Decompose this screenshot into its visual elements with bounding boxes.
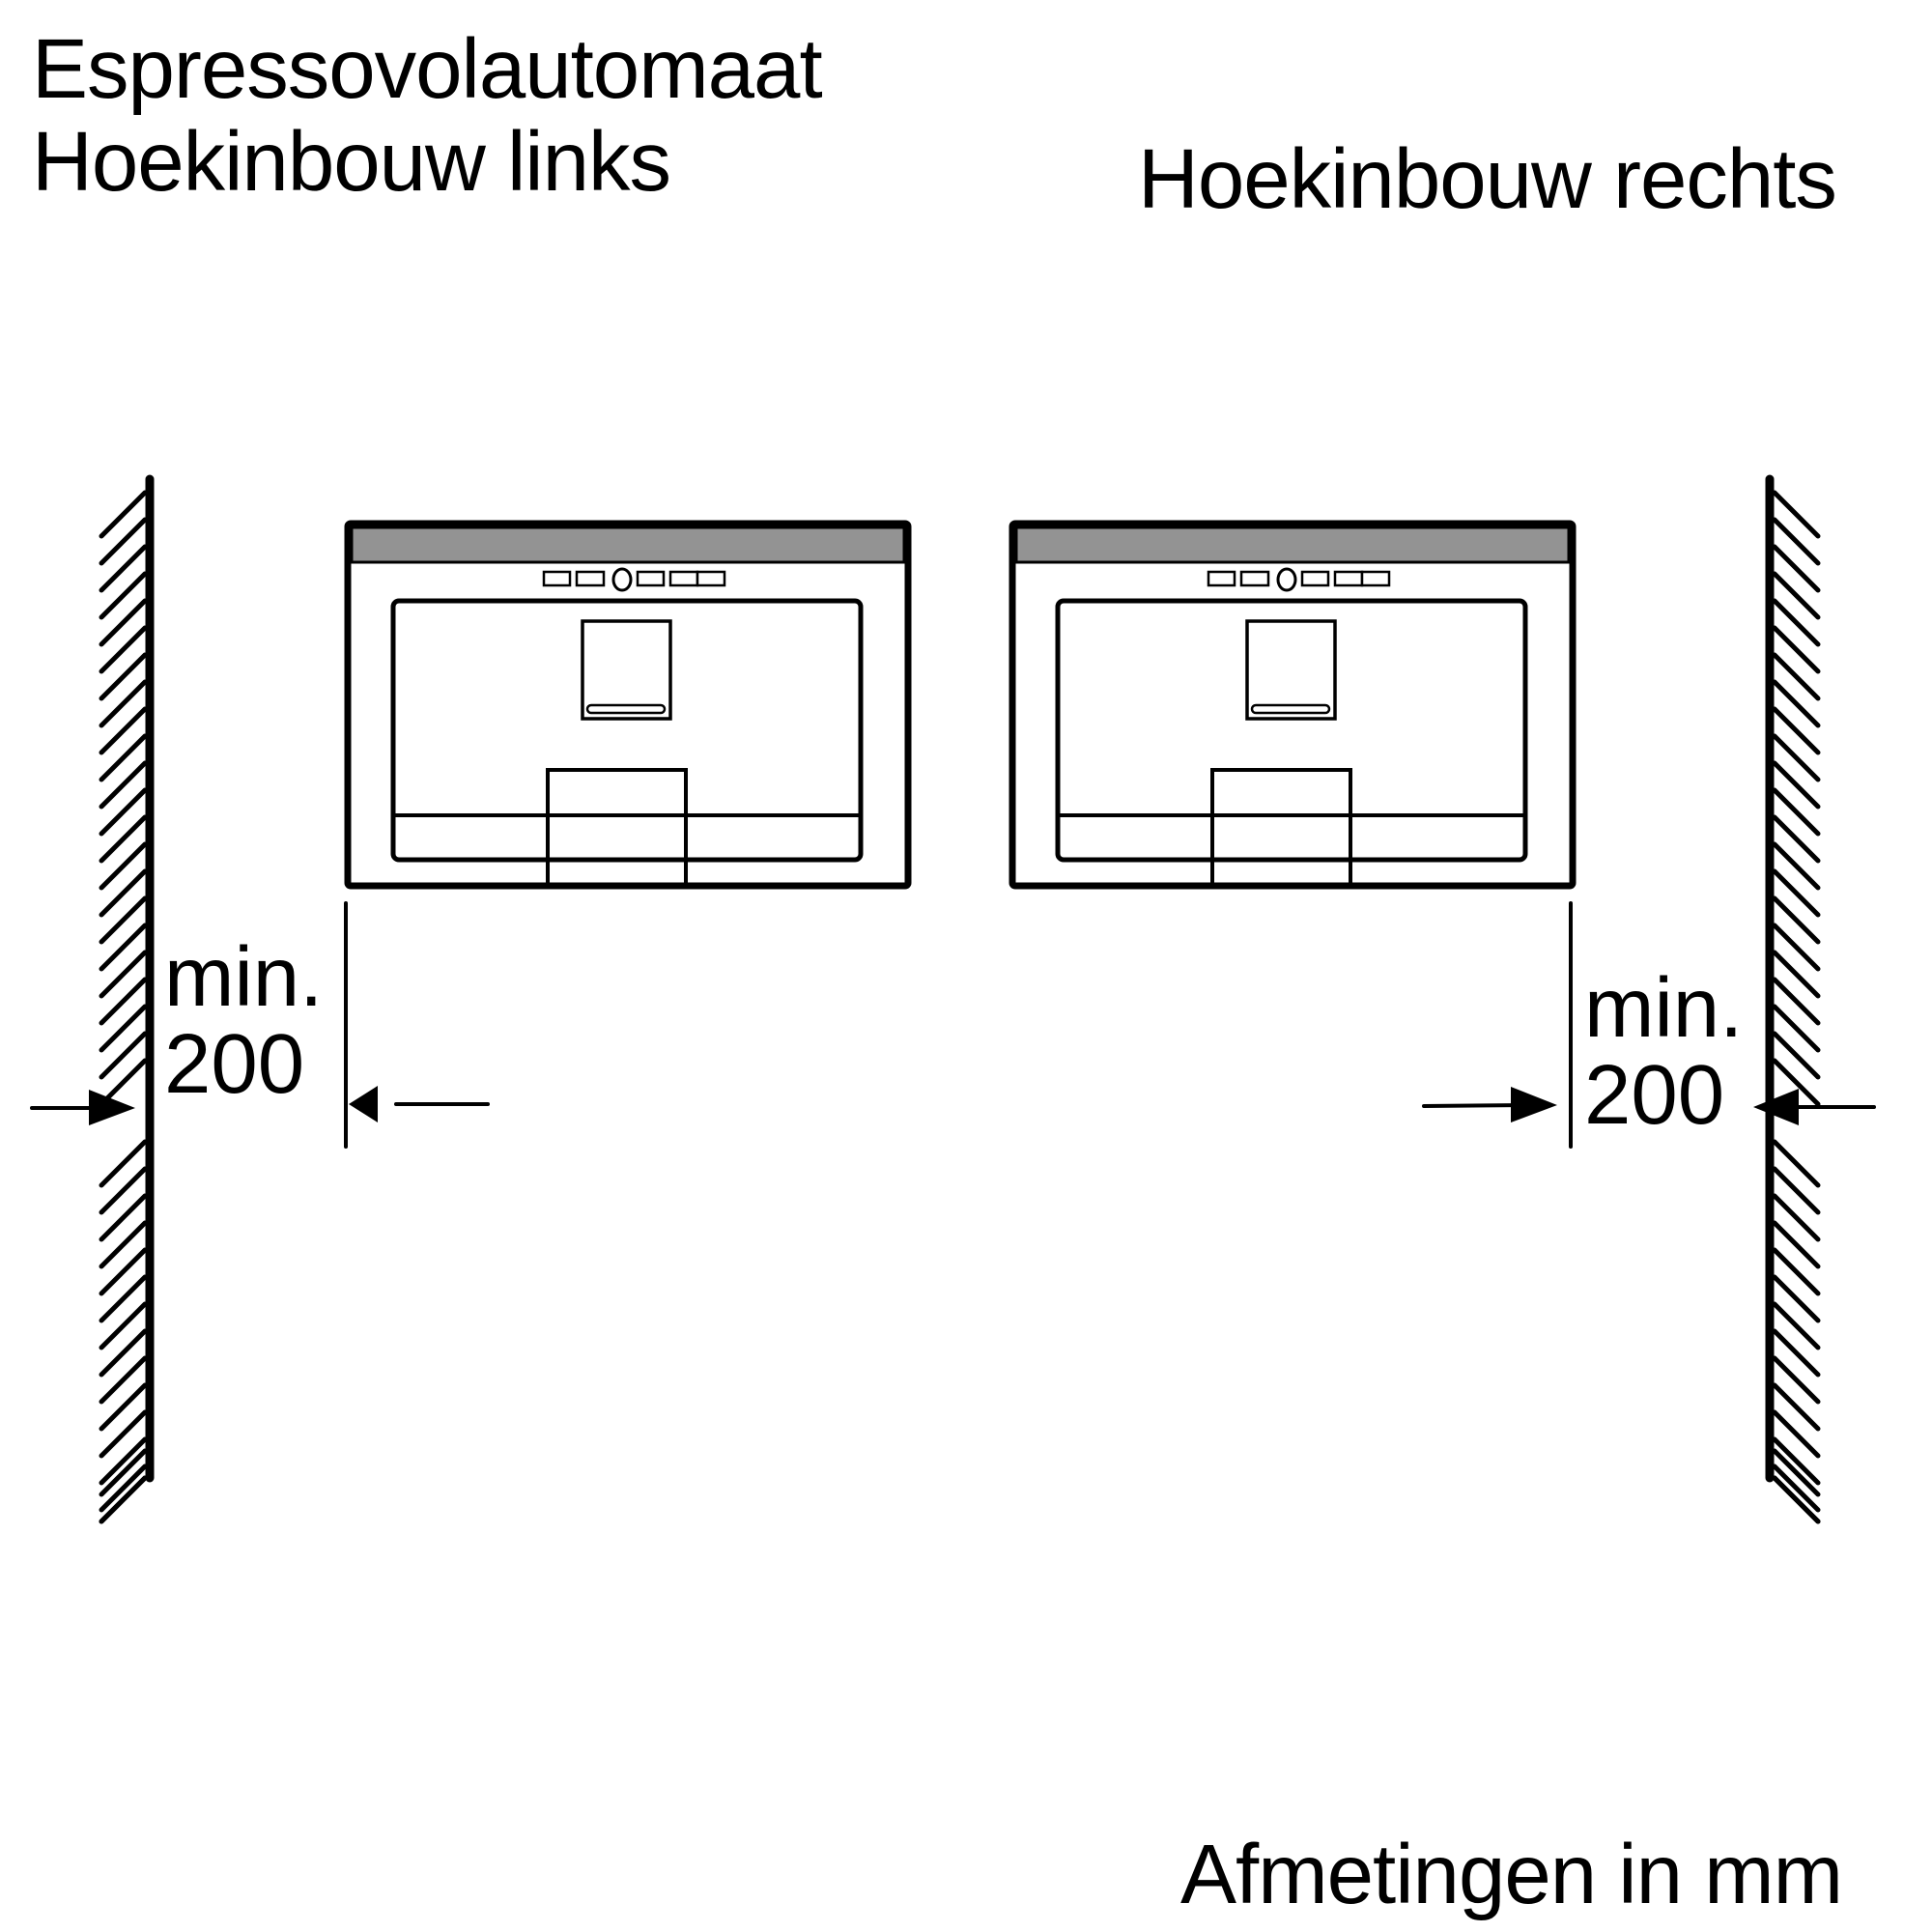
left-dimension [30,901,490,1149]
title-line-2: Hoekinbouw links [32,115,671,209]
right-clearance-prefix: min. [1584,961,1744,1055]
appliance-right [1012,524,1573,886]
left-clearance-value: 200 [164,1017,305,1111]
right-clearance-value: 200 [1584,1048,1725,1142]
title-line-1: Espressovolautomaat [32,22,823,116]
arrow-right-icon [1511,1087,1557,1122]
right-corner-title: Hoekinbouw rechts [1138,132,1837,226]
arrow-left-icon [1753,1089,1799,1125]
right-dimension [1422,901,1876,1149]
left-clearance-prefix: min. [164,930,324,1024]
units-note: Afmetingen in mm [1180,1828,1843,1921]
left-wall [99,474,155,1524]
arrow-left-icon [349,1086,378,1122]
right-wall [1765,474,1821,1524]
appliance-left [348,524,908,886]
arrow-right-icon [89,1090,135,1125]
